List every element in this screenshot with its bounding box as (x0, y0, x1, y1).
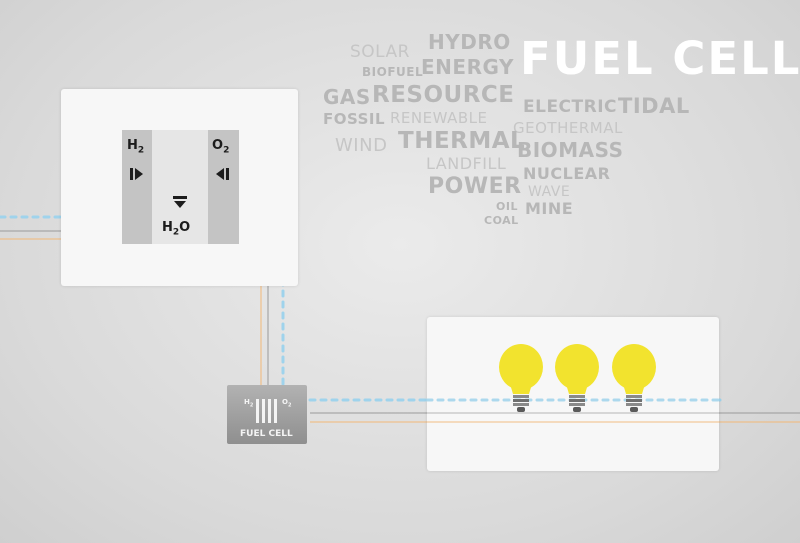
word-energy: ENERGY (421, 55, 514, 79)
cell-electrolyte (152, 130, 208, 244)
word-gas: GAS (323, 85, 371, 109)
fuel-cell-unit (227, 385, 307, 444)
word-fossil: FOSSIL (323, 110, 386, 128)
word-resource: RESOURCE (372, 82, 515, 108)
lamp-3-icon (612, 344, 656, 412)
arrow-left-icon (216, 168, 229, 180)
word-tidal: TIDAL (618, 94, 690, 118)
word-mine: MINE (525, 199, 574, 218)
fuel-cell-stack-icon (256, 399, 277, 423)
fuel-cell-o2-label: O2 (282, 398, 292, 409)
fuel-cell-unit-label: FUEL CELL (240, 429, 293, 439)
word-nuclear: NUCLEAR (523, 164, 611, 183)
word-hydro: HYDRO (428, 30, 511, 54)
word-landfill: LANDFILL (426, 154, 507, 173)
arrow-right-icon (130, 168, 143, 180)
word-electric: ELECTRIC (523, 97, 618, 117)
word-coal: COAL (484, 214, 519, 227)
word-biomass: BIOMASS (517, 138, 624, 162)
word-oil: OIL (496, 200, 518, 213)
word-solar: SOLAR (350, 42, 410, 62)
lamp-2-icon (555, 344, 599, 412)
word-renewable: RENEWABLE (390, 109, 488, 127)
word-biofuel: BIOFUEL (362, 65, 424, 79)
o2-input-label: O2 (212, 138, 230, 156)
word-geothermal: GEOTHERMAL (513, 119, 623, 137)
word-power: POWER (428, 174, 522, 199)
cell-anode (122, 130, 152, 244)
lamp-1-icon (499, 344, 543, 412)
word-wave: WAVE (528, 184, 571, 200)
title-fuel-cell: FUEL CELL (520, 32, 800, 85)
h2o-output-label: H2O (162, 220, 191, 238)
fuel-cell-h2-label: H2 (244, 398, 254, 409)
word-wind: WIND (335, 135, 388, 156)
word-thermal: THERMAL (398, 128, 526, 154)
arrow-down-icon (173, 196, 187, 208)
h2-input-label: H2 (127, 138, 145, 156)
cell-cathode (208, 130, 239, 244)
